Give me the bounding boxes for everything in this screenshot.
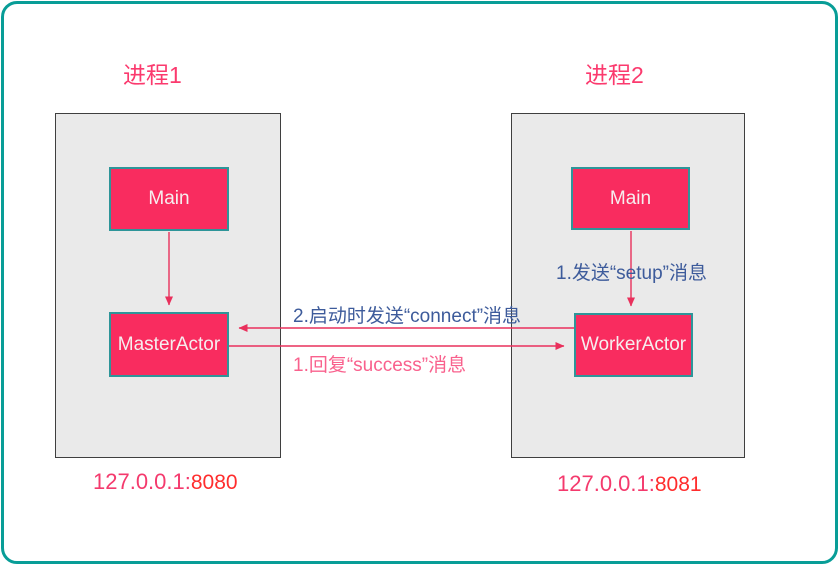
- process-1-title: 进程1: [123, 62, 182, 88]
- process-1-port: 8080: [190, 471, 238, 494]
- process-2-title: 进程2: [585, 62, 644, 88]
- process-2-box: [511, 113, 745, 458]
- node-main-process2: Main: [571, 167, 690, 230]
- node-worker-actor: WorkerActor: [574, 313, 693, 377]
- node-main-process1: Main: [109, 167, 229, 231]
- node-main-process1-label: Main: [148, 188, 190, 209]
- process-2-address: 127.0.0.1:8081: [557, 471, 702, 497]
- node-worker-actor-label: WorkerActor: [580, 334, 687, 355]
- process-2-ip: 127.0.0.1:: [557, 471, 655, 496]
- message-label-success: 1.回复“success”消息: [293, 355, 467, 376]
- process-1-ip: 127.0.0.1:: [93, 469, 191, 494]
- process-2-port: 8081: [654, 473, 702, 496]
- message-label-setup: 1.发送“setup”消息: [556, 263, 707, 284]
- process-1-address: 127.0.0.1:8080: [93, 469, 238, 495]
- node-master-actor: MasterActor: [109, 312, 229, 377]
- node-master-actor-label: MasterActor: [117, 333, 221, 355]
- process-1-box: [55, 113, 281, 458]
- node-main-process2-label: Main: [609, 187, 652, 209]
- message-label-connect: 2.启动时发送“connect”消息: [293, 306, 522, 327]
